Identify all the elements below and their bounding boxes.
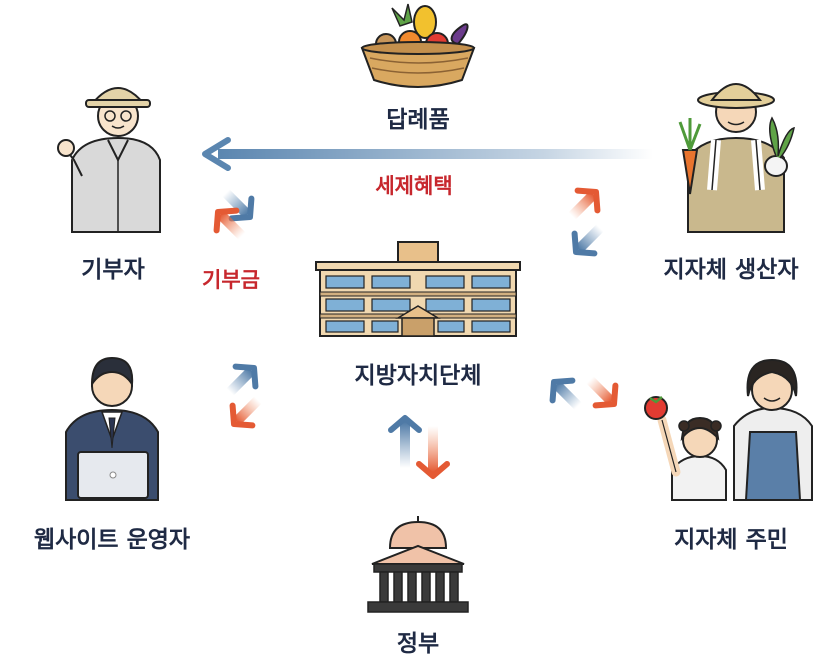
resident-gov-blue-arrow xyxy=(549,377,582,410)
government-building-icon xyxy=(367,516,469,613)
producer-gov-red-arrow xyxy=(568,187,601,220)
government-gov-red-arrow xyxy=(416,426,450,479)
government-label: 정부 xyxy=(396,631,440,657)
operator-label: 웹사이트 운영자 xyxy=(33,527,191,553)
donor-icon xyxy=(57,87,161,233)
producer-label: 지자체 생산자 xyxy=(663,257,799,283)
local-gov-building-icon xyxy=(315,241,521,337)
donor-label: 기부자 xyxy=(81,257,145,283)
operator-icon xyxy=(65,356,159,501)
government-gov-blue-arrow xyxy=(388,415,422,468)
operator-gov-blue-arrow xyxy=(226,363,259,396)
resident-icon xyxy=(644,358,813,501)
producer-gov-blue-arrow xyxy=(571,224,604,257)
resident-label: 지자체 주민 xyxy=(674,527,788,553)
donor-gov-red-arrow xyxy=(213,207,246,240)
gift-label: 답례품 xyxy=(386,107,450,133)
donor-gov-blue-arrow xyxy=(222,189,255,222)
resident-gov-red-arrow xyxy=(586,376,619,409)
donation-label: 기부금 xyxy=(202,268,260,292)
local-gov-label: 지방자치단체 xyxy=(354,363,482,389)
vegetable-basket-icon xyxy=(360,3,476,88)
operator-gov-red-arrow xyxy=(229,396,262,429)
tax-benefit-label: 세제혜택 xyxy=(375,174,453,198)
producer-icon xyxy=(678,83,795,233)
gift-flow-arrow xyxy=(202,137,653,171)
